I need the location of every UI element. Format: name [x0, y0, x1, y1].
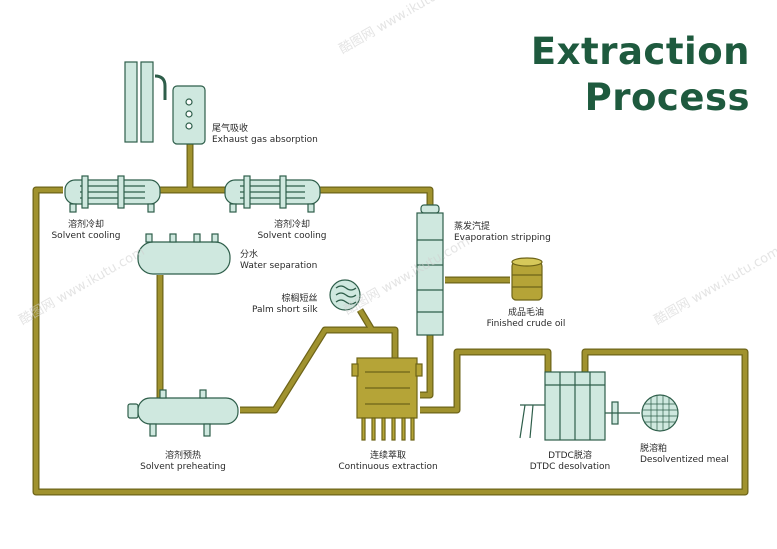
label-exhaust-en: Exhaust gas absorption: [212, 135, 318, 145]
pipe-cooler-to-evap: [320, 186, 434, 210]
label-meal: 脱溶粕 Desolventized meal: [640, 444, 729, 466]
label-water-separation-zh: 分水: [240, 250, 259, 260]
label-palm-silk-zh: 棕榈短丝: [281, 294, 318, 304]
label-preheating-en: Solvent preheating: [140, 462, 226, 472]
label-cooling-left: 溶剂冷却 Solvent cooling: [51, 220, 120, 242]
crude-oil-tank: [511, 257, 543, 301]
solvent-cooler-right: [224, 175, 321, 213]
palm-silk-feeder: [329, 279, 361, 311]
label-palm-silk-en: Palm short silk: [252, 305, 318, 315]
label-cooling-right-en: Solvent cooling: [257, 231, 327, 241]
label-evaporation-en: Evaporation stripping: [454, 233, 551, 243]
label-evaporation: 蒸发汽提 Evaporation stripping: [454, 222, 551, 244]
label-palm-silk: 棕榈短丝 Palm short silk: [252, 294, 318, 316]
label-exhaust-zh: 尾气吸收: [212, 124, 249, 134]
label-preheating: 溶剂预热 Solvent preheating: [140, 451, 226, 473]
continuous-extractor: [351, 357, 423, 441]
label-dtdc: DTDC脱溶 DTDC desolvation: [530, 451, 611, 473]
label-extraction-en: Continuous extraction: [338, 462, 438, 472]
evaporation-column: [416, 204, 444, 336]
pipe-outer-loop: [32, 186, 749, 496]
title-line-1: Extraction: [530, 30, 750, 73]
label-dtdc-en: DTDC desolvation: [529, 462, 611, 472]
label-crude-oil: 成品毛油 Finished crude oil: [487, 308, 566, 330]
dtdc-desolventizer: [519, 371, 640, 441]
label-crude-oil-en: Finished crude oil: [486, 319, 566, 329]
label-extraction: 连续萃取 Continuous extraction: [338, 451, 437, 473]
exhaust-absorption-unit: [124, 61, 206, 145]
solvent-cooler-left: [64, 175, 161, 213]
title-line-2: Process: [584, 76, 750, 119]
label-water-separation-en: Water separation: [240, 261, 318, 271]
label-cooling-left-en: Solvent cooling: [51, 231, 121, 241]
label-cooling-left-zh: 溶剂冷却: [67, 220, 104, 230]
label-exhaust: 尾气吸收 Exhaust gas absorption: [212, 124, 318, 146]
label-evaporation-zh: 蒸发汽提: [454, 222, 491, 232]
label-extraction-zh: 连续萃取: [369, 451, 406, 461]
label-dtdc-zh: DTDC脱溶: [548, 451, 592, 461]
label-water-separation: 分水 Water separation: [240, 250, 317, 272]
desolventized-meal-pile: [641, 394, 679, 432]
label-meal-en: Desolventized meal: [640, 455, 729, 465]
pipe-extractor-to-dtdc: [420, 348, 552, 414]
label-meal-zh: 脱溶粕: [640, 444, 668, 454]
label-preheating-zh: 溶剂预热: [164, 451, 202, 461]
solvent-preheater: [127, 389, 239, 437]
water-separator: [137, 233, 231, 275]
label-cooling-right-zh: 溶剂冷却: [273, 220, 310, 230]
label-cooling-right: 溶剂冷却 Solvent cooling: [257, 220, 326, 242]
label-crude-oil-zh: 成品毛油: [507, 308, 545, 318]
